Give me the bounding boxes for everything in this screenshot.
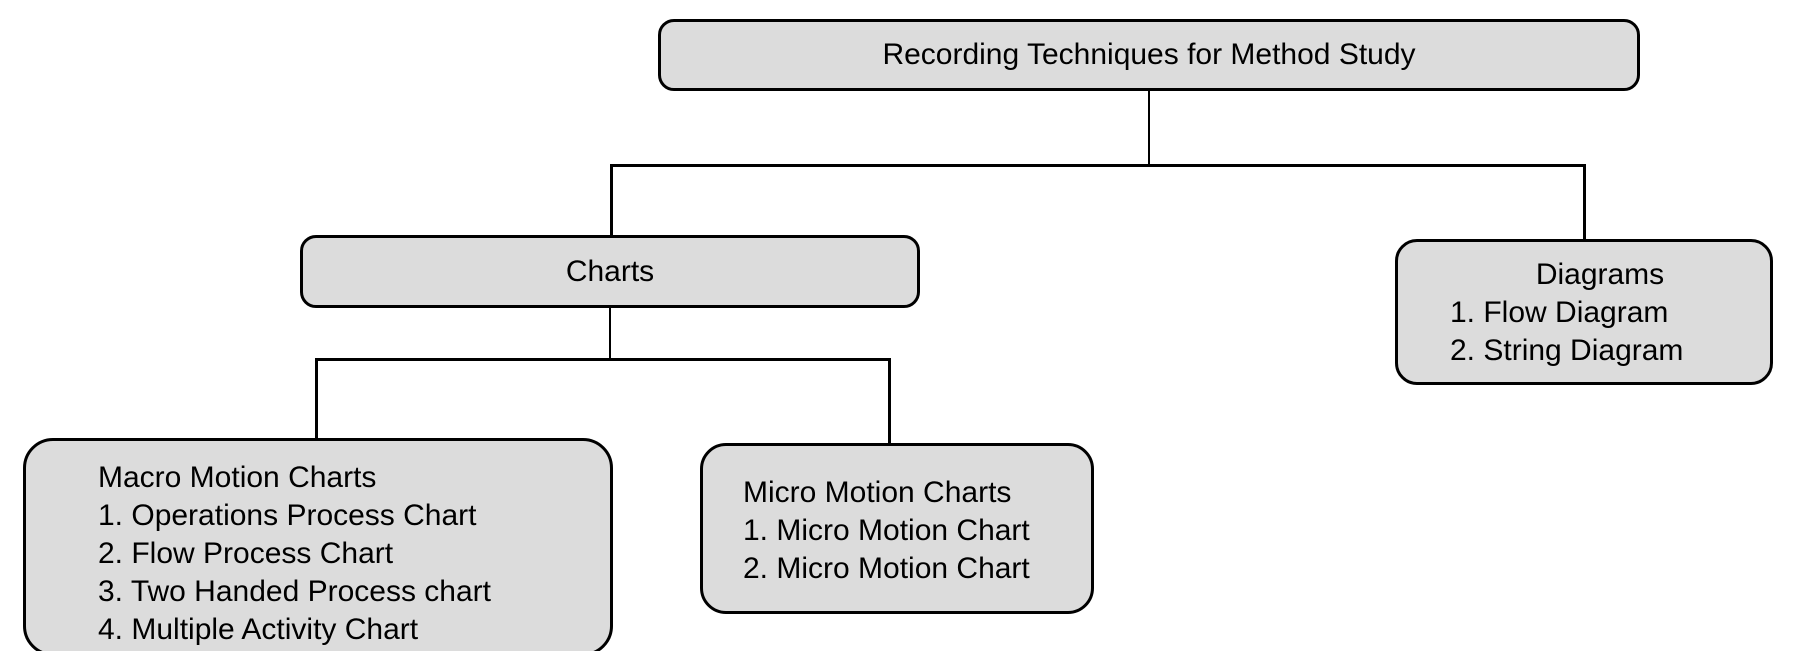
diagrams-node-title: Diagrams (1535, 258, 1665, 291)
diagrams-node: Diagrams 1. Flow Diagram 2. String Diagr… (1395, 239, 1773, 385)
micro-item-micro-motion-chart-1: 1. Micro Motion Chart (743, 514, 1030, 547)
macro-item-two-handed-process-chart: 3. Two Handed Process chart (98, 575, 491, 608)
root-node-title: Recording Techniques for Method Study (882, 38, 1416, 71)
root-node-recording-techniques: Recording Techniques for Method Study (658, 19, 1640, 91)
micro-motion-charts-node: Micro Motion Charts 1. Micro Motion Char… (700, 443, 1094, 614)
charts-node: Charts (300, 235, 920, 308)
connector-to-macro (315, 358, 318, 440)
macro-item-operations-process-chart: 1. Operations Process Chart (98, 499, 477, 532)
micro-item-micro-motion-chart-2: 2. Micro Motion Chart (743, 552, 1030, 585)
connector-to-diagrams (1583, 164, 1586, 242)
connector-charts-stem (609, 306, 611, 361)
diagrams-item-string-diagram: 2. String Diagram (1450, 334, 1684, 367)
connector-to-micro (888, 358, 891, 445)
connector-root-stem (1148, 91, 1150, 167)
macro-item-multiple-activity-chart: 4. Multiple Activity Chart (98, 613, 419, 646)
macro-node-title: Macro Motion Charts (98, 461, 377, 494)
diagrams-item-flow-diagram: 1. Flow Diagram (1450, 296, 1669, 329)
macro-item-flow-process-chart: 2. Flow Process Chart (98, 537, 394, 570)
charts-node-title: Charts (565, 254, 655, 288)
connector-level1-horizontal (610, 164, 1586, 167)
connector-to-charts (610, 164, 613, 238)
connector-level2-horizontal (315, 358, 891, 361)
micro-node-title: Micro Motion Charts (743, 476, 1012, 509)
macro-motion-charts-node: Macro Motion Charts 1. Operations Proces… (23, 438, 613, 651)
